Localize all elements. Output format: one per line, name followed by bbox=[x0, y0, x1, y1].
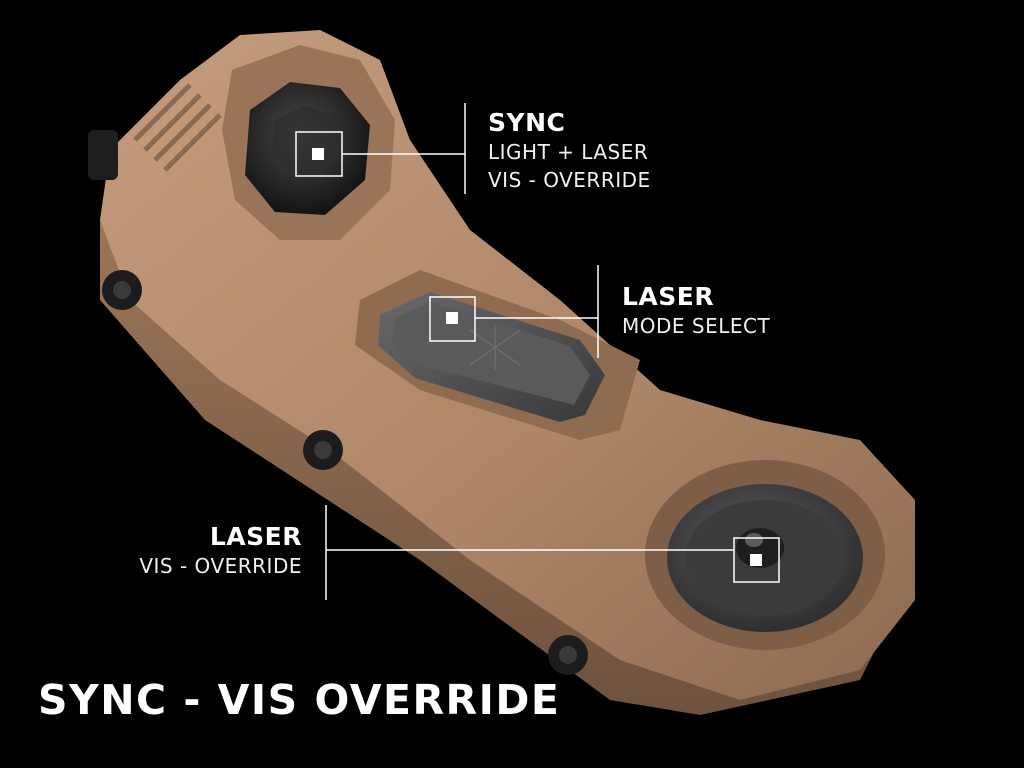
sync-callout: SYNC LIGHT + LASER VIS - OVERRIDE bbox=[488, 108, 651, 194]
laser-override-callout-marker bbox=[325, 505, 780, 600]
rear-connector bbox=[88, 130, 118, 180]
sync-callout-line-1: LIGHT + LASER bbox=[488, 140, 649, 164]
sync-callout-marker bbox=[295, 103, 466, 194]
sync-callout-heading: SYNC bbox=[488, 108, 566, 137]
sync-callout-line-2: VIS - OVERRIDE bbox=[488, 168, 651, 192]
laser-mode-callout-marker bbox=[429, 265, 599, 358]
mounting-screws bbox=[102, 270, 588, 675]
laser-override-callout-line-1: VIS - OVERRIDE bbox=[139, 554, 302, 578]
laser-override-callout-heading: LASER bbox=[209, 522, 302, 551]
grip-ridges bbox=[133, 83, 222, 172]
laser-override-button bbox=[667, 484, 863, 632]
laser-mode-callout-heading: LASER bbox=[622, 282, 715, 311]
mode-select-pad bbox=[378, 292, 605, 422]
laser-mode-callout: LASER MODE SELECT bbox=[622, 282, 770, 340]
laser-override-callout: LASER VIS - OVERRIDE bbox=[139, 522, 302, 580]
footer-title: SYNC - VIS OVERRIDE bbox=[38, 676, 561, 724]
laser-mode-callout-line-1: MODE SELECT bbox=[622, 314, 771, 338]
